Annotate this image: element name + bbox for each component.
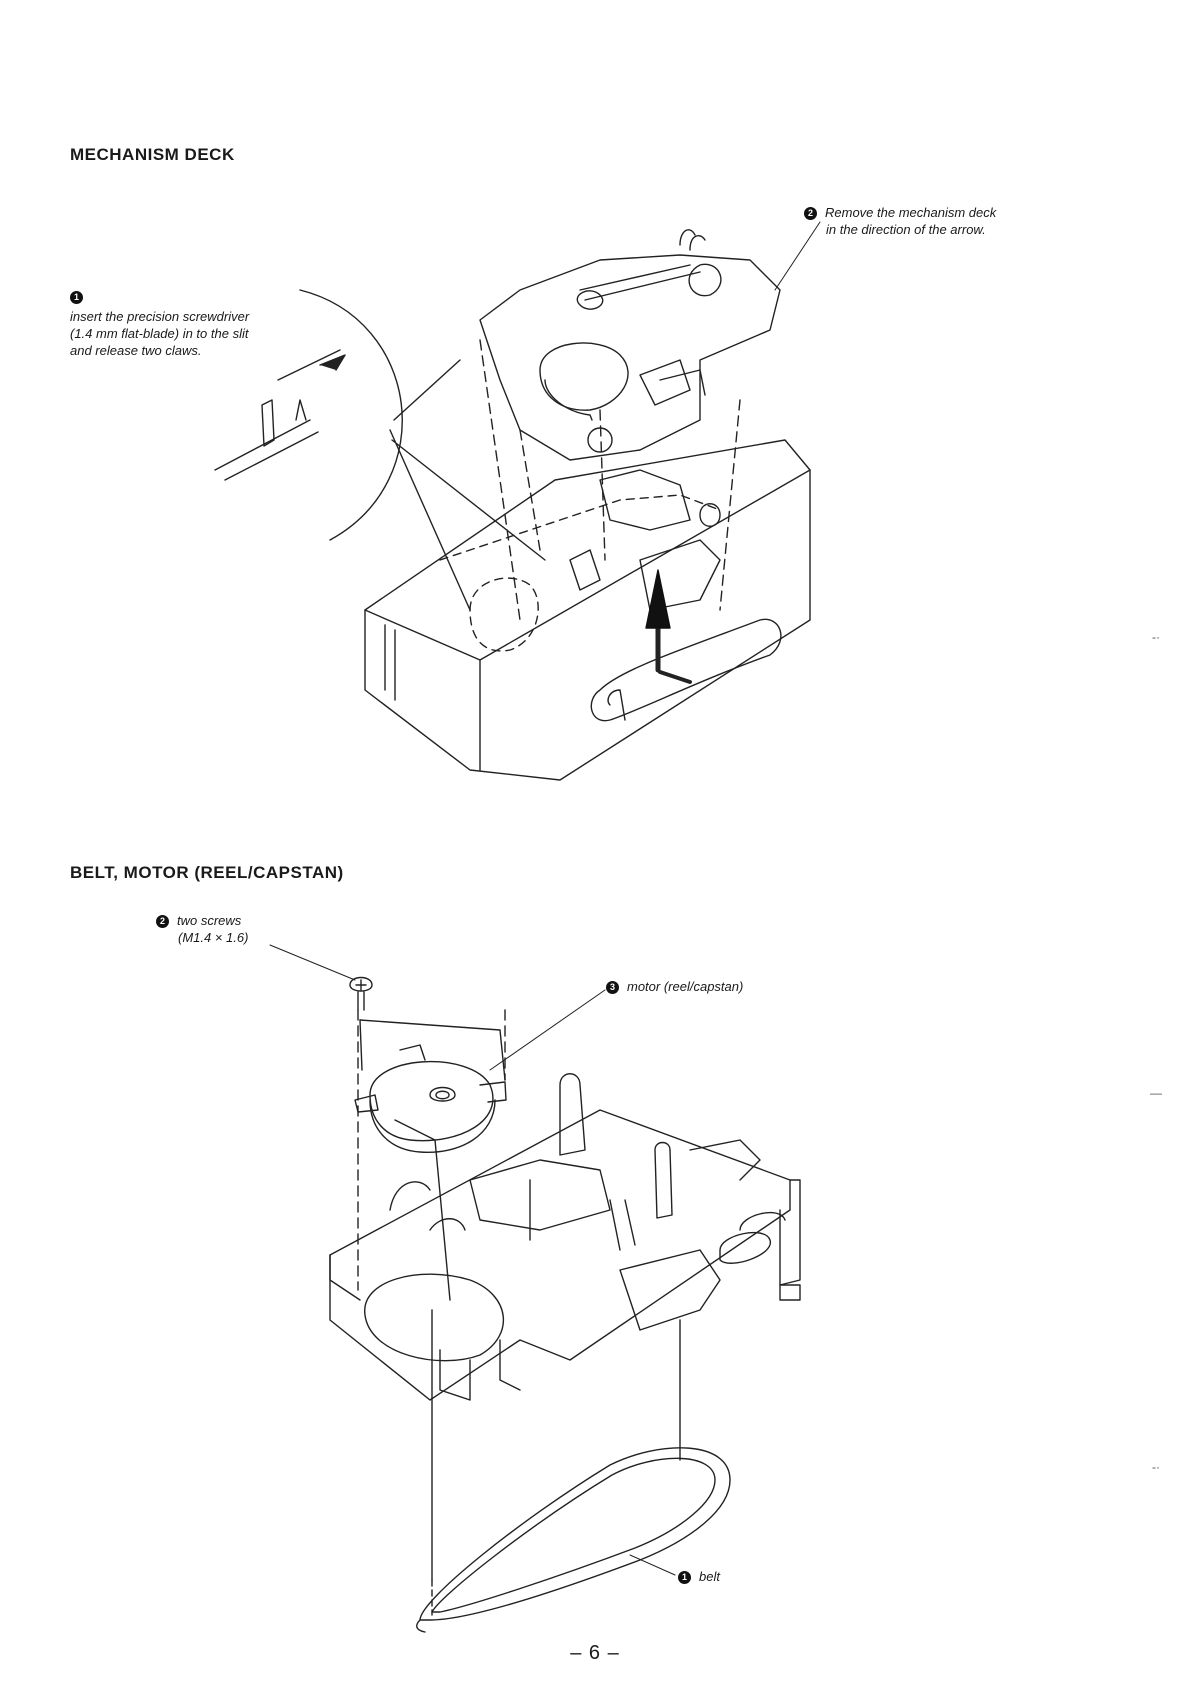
- margin-mark: -·: [1152, 1460, 1160, 1474]
- page-number: – 6 –: [0, 1642, 1190, 1665]
- margin-mark: —: [1150, 1086, 1162, 1100]
- margin-mark: -·: [1152, 630, 1160, 644]
